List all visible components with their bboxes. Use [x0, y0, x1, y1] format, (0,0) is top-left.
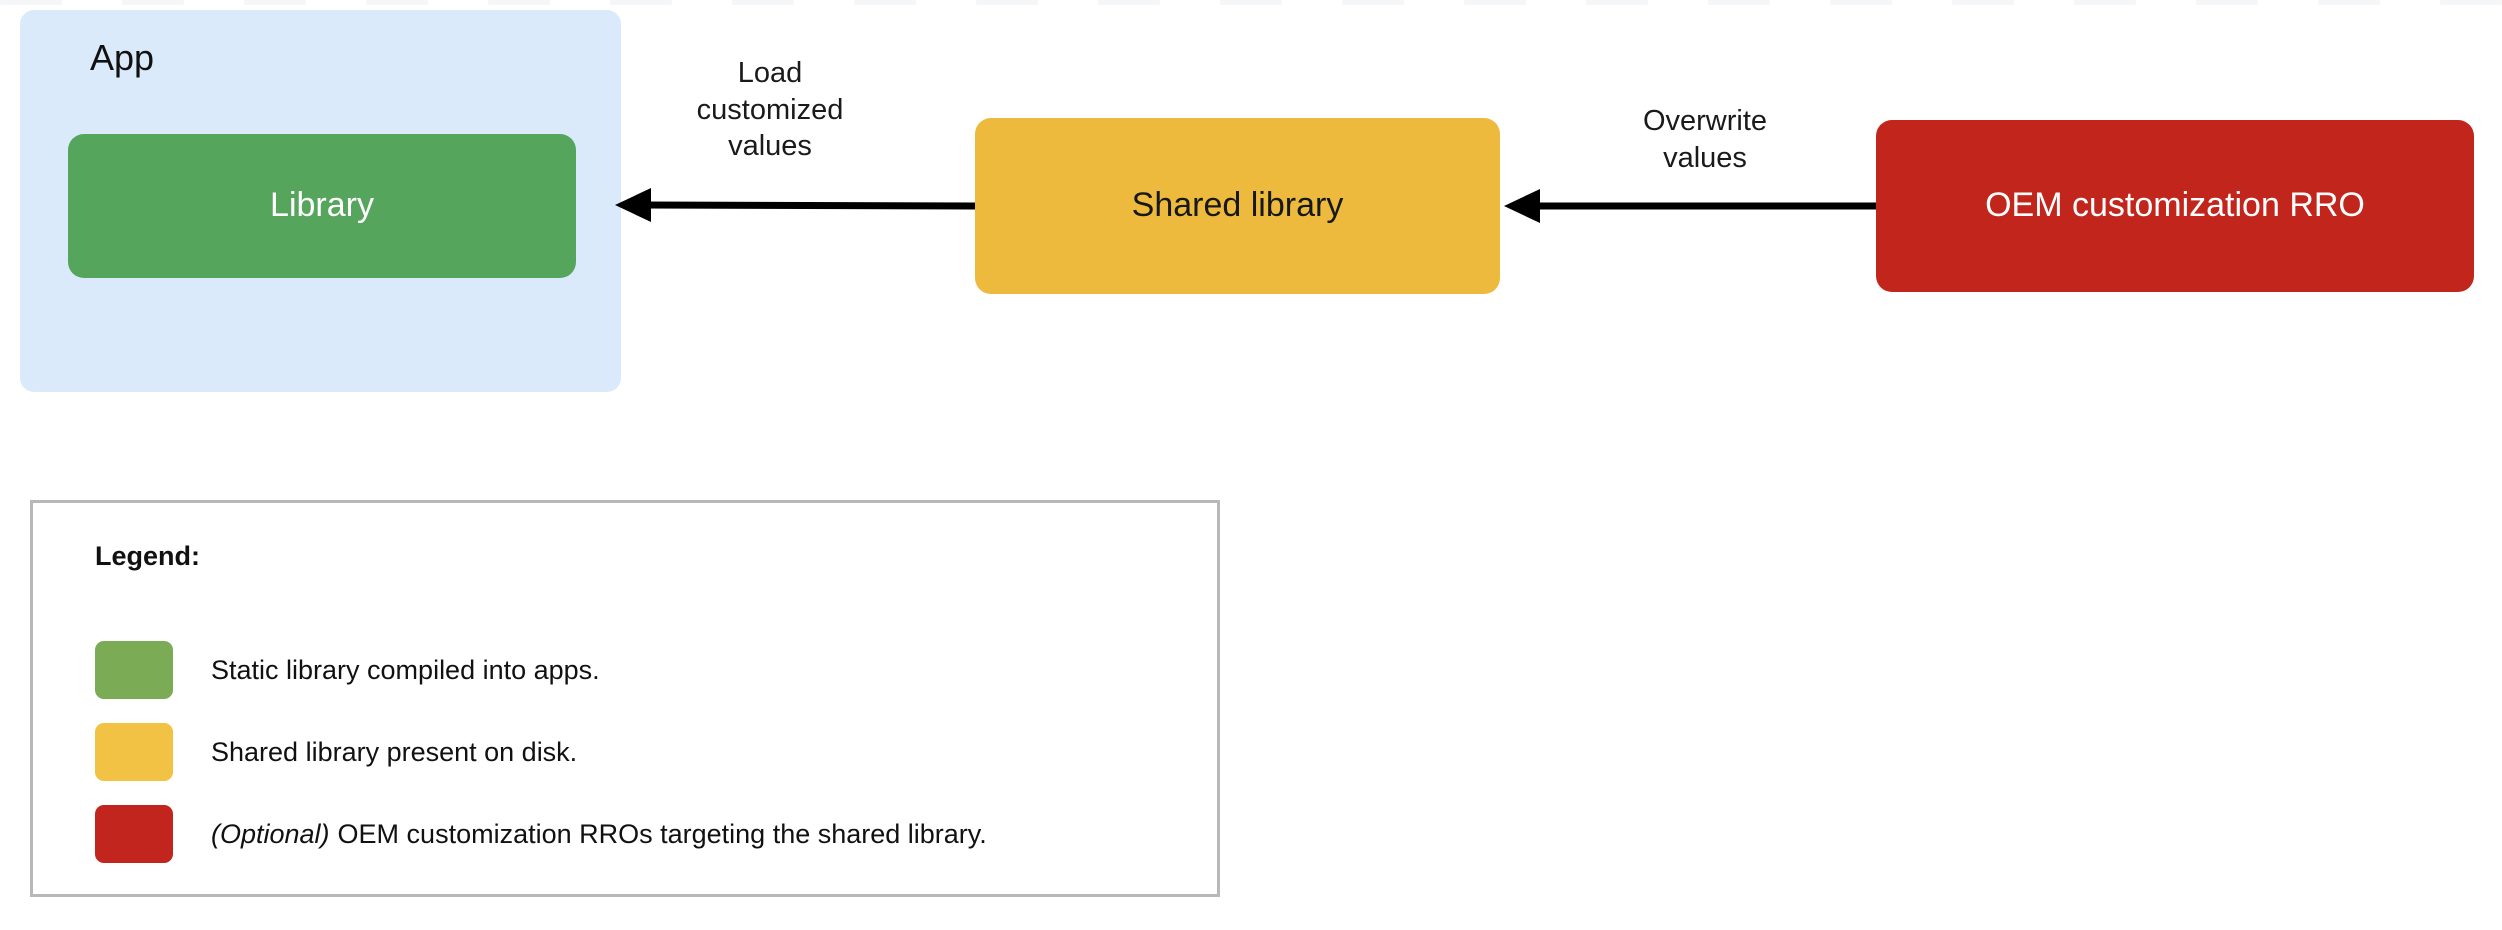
edge-label-overwrite-values: Overwrite values: [1642, 105, 1768, 174]
ruler-tick: [122, 0, 184, 5]
legend-swatch-yellow: [95, 723, 173, 781]
legend-swatch-green: [95, 641, 173, 699]
ruler-tick: [244, 0, 306, 5]
node-oem-customization-rro[interactable]: OEM customization RRO: [1876, 120, 2474, 292]
arrow-shared-to-library: [615, 188, 976, 222]
legend-title: Legend:: [95, 541, 200, 571]
ruler-tick: [854, 0, 916, 5]
node-shared-library-label: Shared library: [1131, 186, 1344, 225]
ruler-tick: [1464, 0, 1526, 5]
legend-text-shared-library: Shared library present on disk.: [211, 736, 578, 767]
edge-label-load-customized-values: Load customized values: [696, 57, 844, 163]
ruler-tick: [610, 0, 672, 5]
ruler-tick: [1342, 0, 1404, 5]
legend-label-oem-rro: (Optional) OEM customization RROs target…: [211, 800, 987, 868]
legend-item-static-library: Static library compiled into apps.: [95, 636, 1175, 718]
legend-panel: Legend: Static library compiled into app…: [30, 500, 1220, 897]
ruler-tick: [732, 0, 794, 5]
ruler-tick: [488, 0, 550, 5]
node-oem-customization-rro-label: OEM customization RRO: [1985, 186, 2365, 225]
ruler-tick: [1830, 0, 1892, 5]
top-ruler-artifact: [0, 0, 2502, 6]
ruler-tick: [0, 0, 62, 5]
legend-swatch-red: [95, 805, 173, 863]
ruler-tick: [366, 0, 428, 5]
ruler-tick: [2318, 0, 2380, 5]
arrow-head-left-icon: [1504, 189, 1540, 223]
legend-label-static-library: Static library compiled into apps.: [211, 636, 600, 704]
legend-item-oem-rro: (Optional) OEM customization RROs target…: [95, 800, 1175, 882]
ruler-tick: [2074, 0, 2136, 5]
ruler-tick: [1220, 0, 1282, 5]
ruler-tick: [1952, 0, 2014, 5]
node-library[interactable]: Library: [68, 134, 576, 278]
ruler-tick: [1586, 0, 1648, 5]
ruler-tick: [976, 0, 1038, 5]
legend-item-shared-library: Shared library present on disk.: [95, 718, 1175, 800]
ruler-tick: [1708, 0, 1770, 5]
ruler-tick: [1098, 0, 1160, 5]
ruler-tick: [2196, 0, 2258, 5]
legend-text-static-library: Static library compiled into apps.: [211, 654, 600, 685]
arrow-rro-to-shared: [1504, 189, 1876, 223]
legend-text-oem-rro: OEM customization RROs targeting the sha…: [337, 818, 987, 849]
legend-label-shared-library: Shared library present on disk.: [211, 718, 577, 786]
node-library-label: Library: [270, 186, 374, 225]
app-group-title: App: [90, 37, 155, 78]
legend-items: Static library compiled into apps. Share…: [95, 636, 1175, 882]
ruler-tick: [2440, 0, 2502, 5]
node-shared-library[interactable]: Shared library: [975, 118, 1500, 294]
legend-text-optional-prefix: (Optional): [211, 818, 330, 849]
